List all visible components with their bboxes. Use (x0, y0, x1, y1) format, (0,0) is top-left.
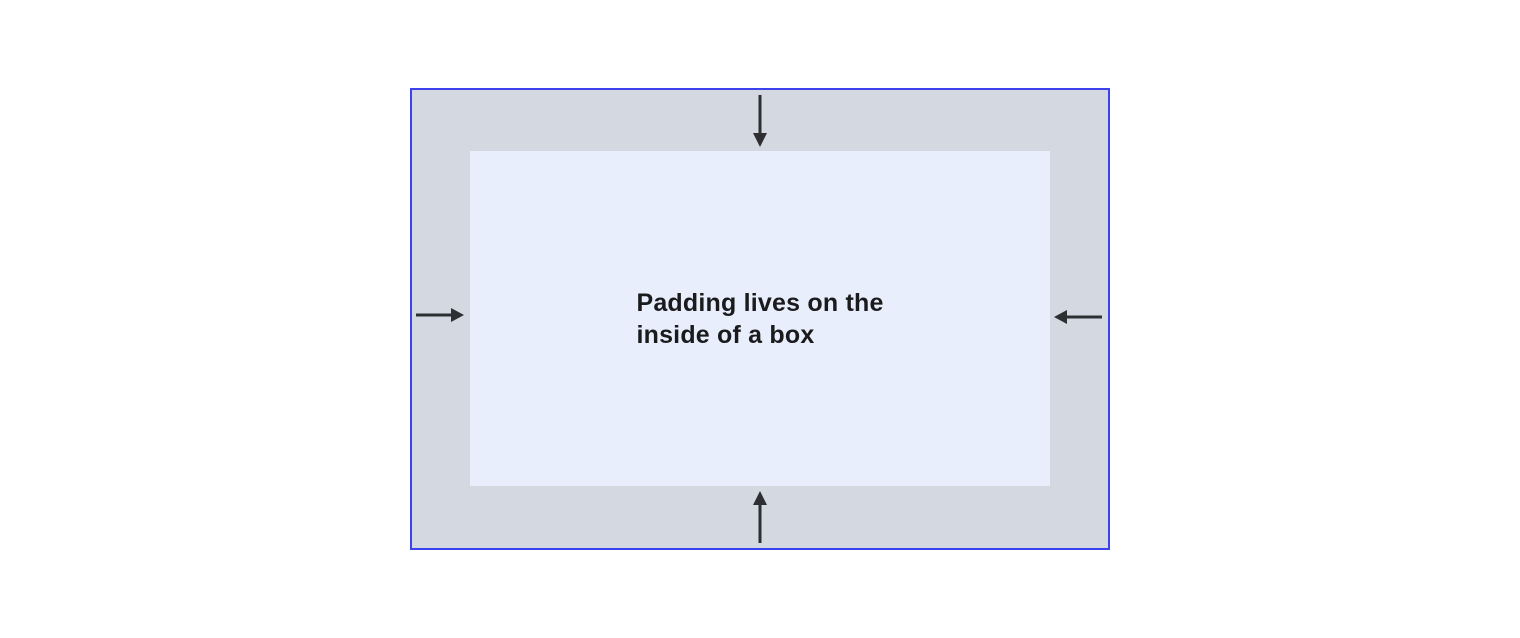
content-box: Padding lives on the inside of a box (470, 151, 1050, 486)
arrow-left-icon (1054, 310, 1102, 324)
caption-text: Padding lives on the inside of a box (636, 287, 883, 351)
caption-line-2: inside of a box (636, 320, 815, 349)
caption-line-1: Padding lives on the (636, 288, 884, 317)
arrow-up-icon (753, 491, 767, 543)
arrow-right-icon (416, 308, 464, 322)
arrow-down-icon (753, 95, 767, 147)
